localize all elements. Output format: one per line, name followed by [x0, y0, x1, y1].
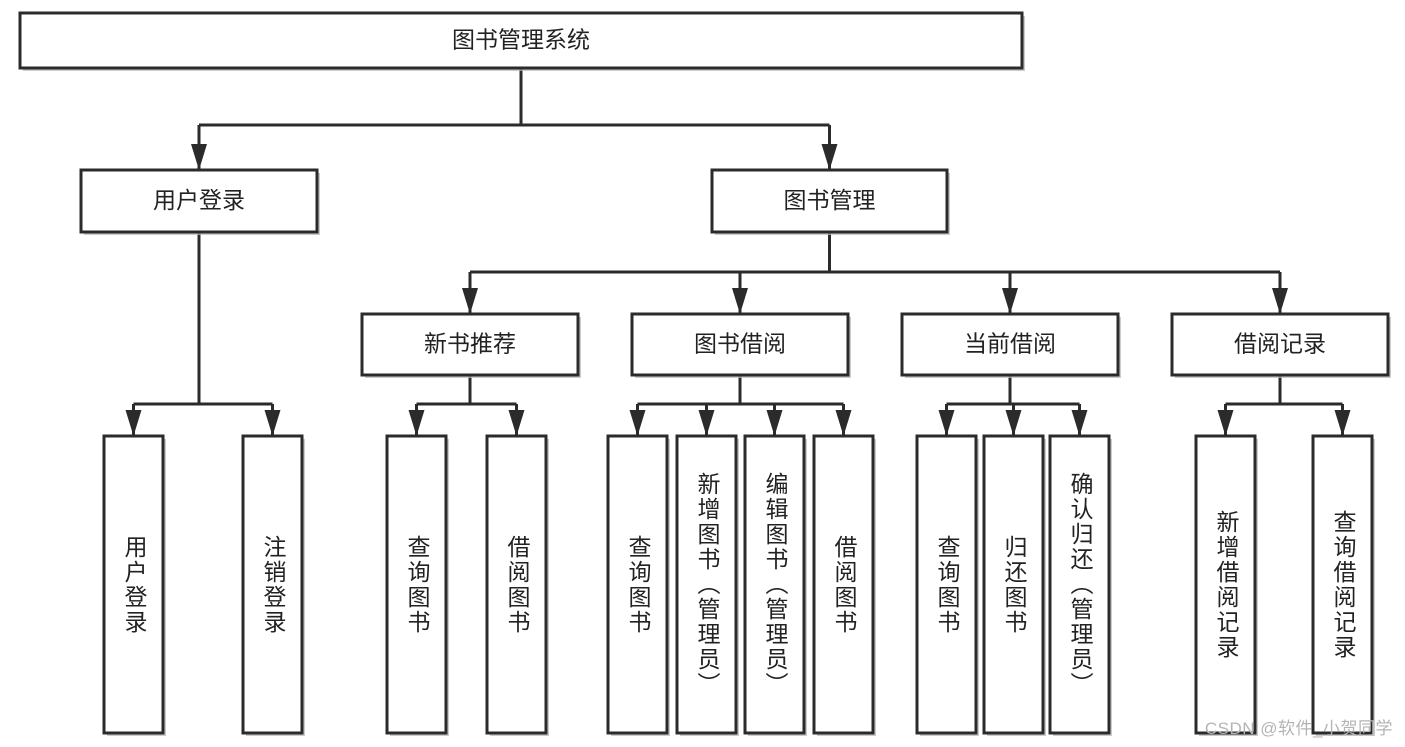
node-leaf-borrow-book-borrow — [812, 434, 876, 736]
node-leaf-confirm-return-admin — [1048, 434, 1112, 736]
arrow-head-icon — [508, 410, 525, 436]
node-box-book-management — [710, 168, 949, 234]
node-label-book-borrow: 图书借阅 — [694, 331, 786, 357]
node-box-leaf-add-borrow-record — [1194, 434, 1257, 735]
edge-group-root — [191, 68, 838, 170]
node-new-book-recommend — [360, 312, 581, 378]
node-box-leaf-query-book-recommend — [385, 434, 448, 735]
node-root — [18, 11, 1025, 71]
node-box-user-login — [79, 168, 319, 234]
node-leaf-logout — [241, 434, 305, 736]
node-box-leaf-add-book-admin — [675, 434, 738, 735]
arrow-head-icon — [1005, 410, 1022, 436]
node-leaf-query-book-current — [915, 434, 979, 736]
node-box-leaf-confirm-return-admin — [1048, 434, 1111, 735]
arrow-head-icon — [629, 410, 646, 436]
arrow-head-icon — [125, 410, 142, 436]
arrow-head-icon — [1002, 288, 1018, 314]
node-leaf-query-book-borrow — [606, 434, 670, 736]
edge-group-book-borrow — [629, 375, 852, 436]
node-borrow-record — [1170, 312, 1391, 378]
node-book-borrow — [630, 312, 851, 378]
node-leaf-add-book-admin — [675, 434, 739, 736]
node-leaf-return-book — [982, 434, 1046, 736]
node-box-leaf-edit-book-admin — [743, 434, 806, 735]
node-leaf-query-book-recommend — [385, 434, 449, 736]
arrow-head-icon — [732, 288, 748, 314]
edge-group-book-management — [462, 232, 1288, 314]
edges-layer — [125, 68, 1351, 436]
node-label-user-login: 用户登录 — [153, 187, 245, 213]
node-leaf-edit-book-admin — [743, 434, 807, 736]
edge-group-borrow-record — [1217, 375, 1351, 436]
arrow-head-icon — [1071, 410, 1088, 436]
node-box-book-borrow — [630, 312, 850, 377]
node-box-leaf-query-borrow-record — [1311, 434, 1374, 735]
arrow-head-icon — [1272, 288, 1288, 314]
arrow-head-icon — [698, 410, 715, 436]
arrow-head-icon — [1217, 410, 1234, 436]
node-box-leaf-borrow-book-recommend — [485, 434, 548, 735]
node-leaf-add-borrow-record — [1194, 434, 1258, 736]
node-leaf-user-login — [102, 434, 166, 736]
edge-group-user-login — [125, 232, 281, 436]
node-box-leaf-logout — [241, 434, 304, 735]
node-box-current-borrow — [900, 312, 1120, 377]
node-box-root — [18, 11, 1024, 70]
node-box-leaf-query-book-borrow — [606, 434, 669, 735]
node-label-book-management: 图书管理 — [784, 187, 876, 213]
node-label-borrow-record: 借阅记录 — [1234, 331, 1326, 357]
node-book-management — [710, 168, 950, 235]
node-label-current-borrow: 当前借阅 — [964, 331, 1056, 357]
edge-group-new-book-recommend — [408, 375, 525, 436]
node-box-new-book-recommend — [360, 312, 580, 377]
edge-group-current-borrow — [938, 375, 1088, 436]
node-current-borrow — [900, 312, 1121, 378]
node-leaf-borrow-book-recommend — [485, 434, 549, 736]
arrow-head-icon — [766, 410, 783, 436]
arrow-head-icon — [264, 410, 281, 436]
arrow-head-icon — [191, 144, 207, 170]
arrow-head-icon — [821, 144, 838, 170]
node-label-new-book-recommend: 新书推荐 — [424, 331, 516, 357]
node-box-leaf-borrow-book-borrow — [812, 434, 875, 735]
arrow-head-icon — [408, 410, 425, 436]
csdn-watermark: CSDN @软件_小贺同学 — [1204, 719, 1393, 738]
node-box-leaf-query-book-current — [915, 434, 978, 735]
arrow-head-icon — [1334, 410, 1351, 436]
arrow-head-icon — [462, 288, 478, 314]
node-box-leaf-user-login — [102, 434, 165, 735]
node-label-root: 图书管理系统 — [452, 27, 590, 53]
node-box-borrow-record — [1170, 312, 1390, 377]
node-box-leaf-return-book — [982, 434, 1045, 735]
nodes-layer — [18, 11, 1391, 736]
arrow-head-icon — [835, 410, 852, 436]
node-user-login — [79, 168, 320, 235]
node-leaf-query-borrow-record — [1311, 434, 1375, 736]
arrow-head-icon — [938, 410, 955, 436]
